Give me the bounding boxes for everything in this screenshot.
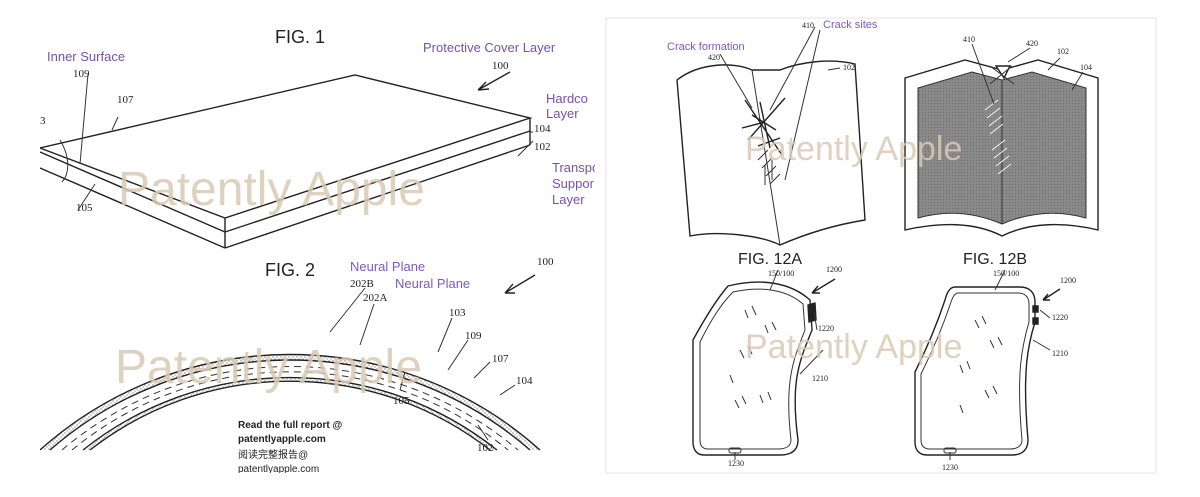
- crack-ref-420: 420: [708, 53, 720, 62]
- watermark-right-bottom: Patently Apple: [745, 328, 962, 366]
- fig2-ref-202a: 202A: [363, 292, 388, 304]
- fig2-ref-109: 109: [465, 330, 482, 342]
- gray-ref-104: 104: [1080, 63, 1092, 72]
- fig12b-ref-1210: 1210: [1052, 349, 1068, 358]
- fig1-title: FIG. 1: [275, 27, 325, 47]
- crack-ref-410: 410: [802, 21, 814, 30]
- fig12a-ref-150: 150/100: [768, 269, 794, 278]
- transparent-label: Transpo: [552, 160, 599, 175]
- gray-ref-420: 420: [1026, 39, 1038, 48]
- report-line-1: Read the full report @: [238, 420, 342, 431]
- fig12a-ref-1230: 1230: [728, 459, 744, 468]
- support-label: Suppor: [552, 176, 595, 191]
- fig12a-ref-1220: 1220: [818, 324, 834, 333]
- fig1-ref-104: 104: [534, 123, 551, 135]
- neural-plane-label-1: Neural Plane: [350, 259, 425, 274]
- crack-formation-label: Crack formation: [667, 41, 745, 53]
- fig2-ref-104: 104: [516, 375, 533, 387]
- fig2-ref-202b: 202B: [350, 278, 374, 290]
- fig2-ref-105: 105: [393, 395, 410, 407]
- hardcoat-layer-label: Layer: [546, 106, 579, 121]
- gray-ref-410: 410: [963, 35, 975, 44]
- fig2-ref-102: 102: [477, 442, 494, 454]
- watermark-left-top: Patently Apple: [118, 163, 425, 216]
- hardcoat-label: Hardco: [546, 91, 588, 106]
- fig2-arc-drawing: [40, 274, 541, 451]
- fig1-ref-107: 107: [117, 94, 134, 106]
- watermark-right-top: Patently Apple: [745, 130, 962, 168]
- gray-ref-102: 102: [1057, 47, 1069, 56]
- fig12b-title: FIG. 12B: [963, 251, 1027, 268]
- report-line-2: patentlyapple.com: [238, 434, 326, 445]
- fig1-ref-100: 100: [492, 60, 509, 72]
- fig2-ref-103: 103: [449, 307, 466, 319]
- fig12a-ref-1210: 1210: [812, 374, 828, 383]
- fig12b-ref-150: 150/100: [993, 269, 1019, 278]
- inner-surface-label: Inner Surface: [47, 49, 125, 64]
- support-layer-label: Layer: [552, 192, 585, 207]
- left-figures: FIG. 1 Protective Cover Layer Inner Surf…: [40, 27, 599, 475]
- fig12a-ref-1200: 1200: [826, 265, 842, 274]
- neural-plane-label-2: Neural Plane: [395, 276, 470, 291]
- fig1-ref-109: 109: [73, 68, 90, 80]
- fig12b-ref-1230: 1230: [942, 463, 958, 472]
- watermark-left-bottom: Patently Apple: [115, 341, 422, 394]
- fig1-slab-drawing: [40, 71, 534, 249]
- fig12a-title: FIG. 12A: [738, 251, 802, 268]
- protective-cover-label: Protective Cover Layer: [423, 40, 556, 55]
- report-line-3: 阅读完整报告@: [238, 448, 308, 461]
- fig1-ref-3: 3: [40, 115, 46, 127]
- crack-sites-label: Crack sites: [823, 19, 878, 31]
- report-line-4: patentlyapple.com: [238, 464, 319, 475]
- fig12b-drawing: [914, 269, 1061, 460]
- right-figures: Crack formation Crack sites 410 420 102 …: [667, 19, 1099, 472]
- fig12b-ref-1200: 1200: [1060, 276, 1076, 285]
- fig12a-drawing: [692, 269, 836, 460]
- fig2-ref-107: 107: [492, 353, 509, 365]
- report-block: Read the full report @ patentlyapple.com…: [232, 414, 360, 475]
- fig2-ref-100: 100: [537, 256, 554, 268]
- crack-fold-drawing: [676, 26, 866, 246]
- crack-ref-102: 102: [843, 63, 855, 72]
- fig2-title: FIG. 2: [265, 260, 315, 280]
- fig1-ref-102: 102: [534, 141, 551, 153]
- gray-fold-drawing: [904, 43, 1099, 237]
- fig12b-ref-1220: 1220: [1052, 313, 1068, 322]
- fig1-ref-105: 105: [76, 202, 93, 214]
